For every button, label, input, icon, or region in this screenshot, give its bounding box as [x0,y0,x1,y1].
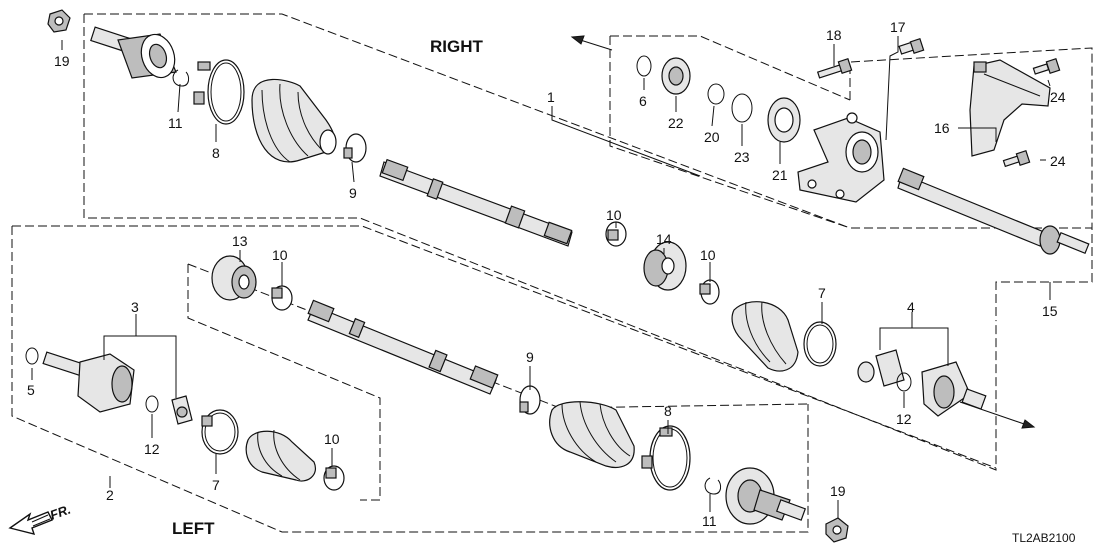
clip-band-9-left [519,385,541,415]
outboard-joint-left [725,467,807,525]
callout-15: 15 [1042,303,1058,319]
callout-6: 6 [639,93,647,109]
callout-12-left: 12 [144,441,160,457]
right-side-label: RIGHT [430,37,484,56]
callout-20: 20 [704,129,720,145]
inboard-joint-set-right [857,349,987,417]
clip-band-10-right [699,279,720,305]
inner-boot-right [731,301,799,372]
callout-17: 17 [890,19,906,35]
callout-10-right: 10 [700,247,716,263]
bolt-18 [816,57,853,79]
callout-9-right: 9 [349,185,357,201]
callout-24-bottom: 24 [1050,153,1066,169]
boot-band-7-left [201,409,239,455]
bearing-bracket [797,112,885,203]
shaft-right [379,158,573,247]
damper-14 [643,241,687,291]
front-arrow-icon [8,511,53,535]
bolt-17 [898,37,925,55]
callout-7-right: 7 [818,285,826,301]
callout-10-left-bottom: 10 [324,431,340,447]
callout-8-left: 8 [664,403,672,419]
front-label: FR. [48,502,73,523]
clip-band-10-left-top [271,285,293,311]
boot-band-7-right [803,321,837,367]
callout-8-right: 8 [212,145,220,161]
callout-14: 14 [656,231,672,247]
inboard-joint-3 [42,351,193,425]
callout-11-left: 11 [702,513,717,529]
callout-2: 2 [106,487,114,503]
callout-9-left: 9 [526,349,534,365]
callout-13: 13 [232,233,248,249]
callout-3: 3 [131,299,139,315]
heat-shield [969,59,1051,157]
callout-10-left-top: 10 [272,247,288,263]
circlip-right [172,69,190,87]
outboard-joint-right [90,26,177,79]
callout-19-bottom: 19 [830,483,846,499]
shaft-left [307,299,499,395]
callout-22: 22 [668,115,684,131]
callout-18: 18 [826,27,842,43]
diagram-code: TL2AB2100 [1012,531,1076,545]
boot-left [549,401,635,468]
callout-7-left: 7 [212,477,220,493]
clip-band-10-left-bottom [323,465,345,491]
clip-band-right [343,133,367,163]
damper-13 [211,255,257,301]
callout-21: 21 [772,167,788,183]
callouts: 1 2 3 4 5 6 7 7 8 8 9 9 10 10 10 10 11 1… [27,19,1066,529]
bearing-group [636,55,801,143]
left-side-label: LEFT [172,519,215,538]
callout-23: 23 [734,149,750,165]
leader-lines [31,36,1051,518]
boot-band-8-left [641,425,691,491]
callout-4: 4 [907,299,915,315]
callout-12-right: 12 [896,411,912,427]
callout-11-right: 11 [168,115,183,131]
callout-10-center: 10 [606,207,622,223]
callout-24-top: 24 [1050,89,1066,105]
boot-band-right-outer [193,59,245,125]
inner-boot-left [245,429,316,482]
half-shaft-15 [897,167,1090,255]
bolts-24 [1002,57,1061,168]
callout-16: 16 [934,120,950,136]
nuts-19 [47,9,849,543]
callout-1: 1 [547,89,555,105]
callout-5: 5 [27,382,35,398]
boot-right [251,78,337,163]
circlip-5 [25,347,39,365]
circlip-11-left [704,477,722,495]
callout-19-top: 19 [54,53,70,69]
